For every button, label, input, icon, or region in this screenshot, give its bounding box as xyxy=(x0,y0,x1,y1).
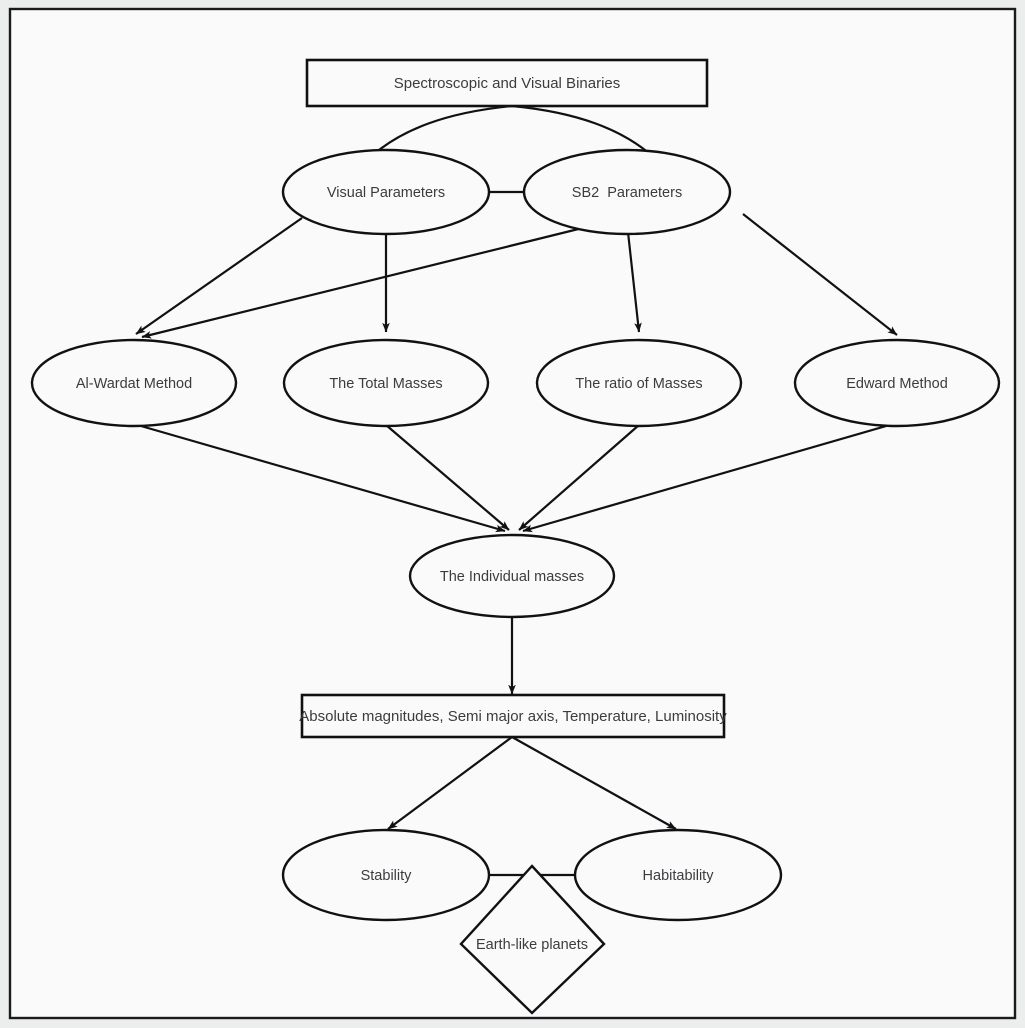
node-the-individual-masses[interactable]: The Individual masses xyxy=(408,533,616,619)
edge-edward-to-individual xyxy=(522,422,894,533)
node-spectroscopic-and-visual-binaries[interactable]: Spectroscopic and Visual Binaries xyxy=(305,58,709,108)
node-earth-like-planets[interactable]: Earth-like planets xyxy=(459,864,606,1015)
edge-layer xyxy=(133,104,898,877)
edge-sb2-to-edward xyxy=(742,213,898,336)
node-label-the-ratio-of-masses: The ratio of Masses xyxy=(575,376,702,392)
node-label-derived-properties: Absolute magnitudes, Semi major axis, Te… xyxy=(299,708,727,725)
node-the-total-masses[interactable]: The Total Masses xyxy=(282,338,490,428)
edge-sb2-to-ratiomasses xyxy=(625,222,642,333)
node-label-visual-parameters: Visual Parameters xyxy=(327,185,445,201)
diagram-frame xyxy=(8,7,1017,1020)
node-label-habitability: Habitability xyxy=(643,868,715,884)
edge-alwardat-to-individual xyxy=(133,422,506,533)
node-label-root: Spectroscopic and Visual Binaries xyxy=(394,75,621,92)
node-label-the-total-masses: The Total Masses xyxy=(329,376,442,392)
node-label-the-individual-masses: The Individual masses xyxy=(440,569,584,585)
node-label-earth-like-planets: Earth-like planets xyxy=(476,937,588,953)
node-derived-properties[interactable]: Absolute magnitudes, Semi major axis, Te… xyxy=(299,693,727,739)
edge-totalmasses-to-individual xyxy=(385,424,510,531)
node-layer: Spectroscopic and Visual Binaries Visual… xyxy=(30,58,1001,1015)
node-label-sb2-parameters: SB2 Parameters xyxy=(572,185,682,201)
edge-sb2-to-alwardat xyxy=(141,215,628,339)
node-sb2-parameters[interactable]: SB2 Parameters xyxy=(522,148,732,236)
node-the-ratio-of-masses[interactable]: The ratio of Masses xyxy=(535,338,743,428)
node-stability[interactable]: Stability xyxy=(281,828,491,922)
node-label-edward-method: Edward Method xyxy=(846,376,948,392)
node-label-al-wardat-method: Al-Wardat Method xyxy=(76,376,192,392)
edge-derived-to-habitability xyxy=(511,736,677,830)
node-edward-method[interactable]: Edward Method xyxy=(793,338,1001,428)
edge-derived-to-stability xyxy=(387,736,513,830)
node-habitability[interactable]: Habitability xyxy=(573,828,783,922)
edge-visual-to-alwardat xyxy=(135,217,303,335)
node-label-stability: Stability xyxy=(361,868,413,884)
node-al-wardat-method[interactable]: Al-Wardat Method xyxy=(30,338,238,428)
edge-ratiomasses-to-individual xyxy=(518,424,640,531)
node-visual-parameters[interactable]: Visual Parameters xyxy=(281,148,491,236)
